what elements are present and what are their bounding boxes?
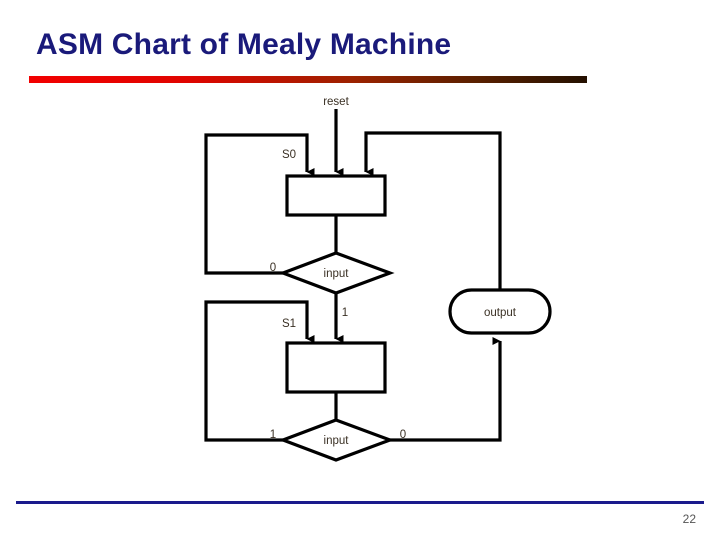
- title-underline-rule: [29, 76, 587, 83]
- edge-label-d1-zero: 0: [400, 429, 406, 441]
- asm-chart-diagram: reset S0 input 0 1 S1 output input 1 0: [0, 88, 720, 488]
- edge-d1-zero-to-output: [390, 337, 502, 442]
- label-reset: reset: [323, 96, 349, 108]
- edge-output-to-s0: [364, 131, 502, 290]
- decision-diamond-1: [278, 418, 395, 462]
- label-d1-input: input: [324, 435, 350, 447]
- edge-d0-zero-to-s0: [204, 133, 315, 275]
- label-s1: S1: [282, 318, 296, 330]
- state-box-s0: [285, 174, 387, 217]
- edge-label-d0-zero: 0: [270, 262, 276, 274]
- page-number: 22: [682, 512, 696, 526]
- edge-d1-one-to-s1: [204, 300, 315, 442]
- conditional-output-oval: [448, 288, 552, 335]
- label-output: output: [484, 307, 517, 319]
- label-d0-input: input: [324, 268, 350, 280]
- edge-label-d1-one: 1: [270, 429, 276, 441]
- label-s0: S0: [282, 149, 296, 161]
- state-box-s1: [285, 341, 387, 394]
- footer-divider: [16, 501, 704, 504]
- edge-label-d0-one: 1: [342, 307, 348, 319]
- page-title: ASM Chart of Mealy Machine: [36, 28, 452, 61]
